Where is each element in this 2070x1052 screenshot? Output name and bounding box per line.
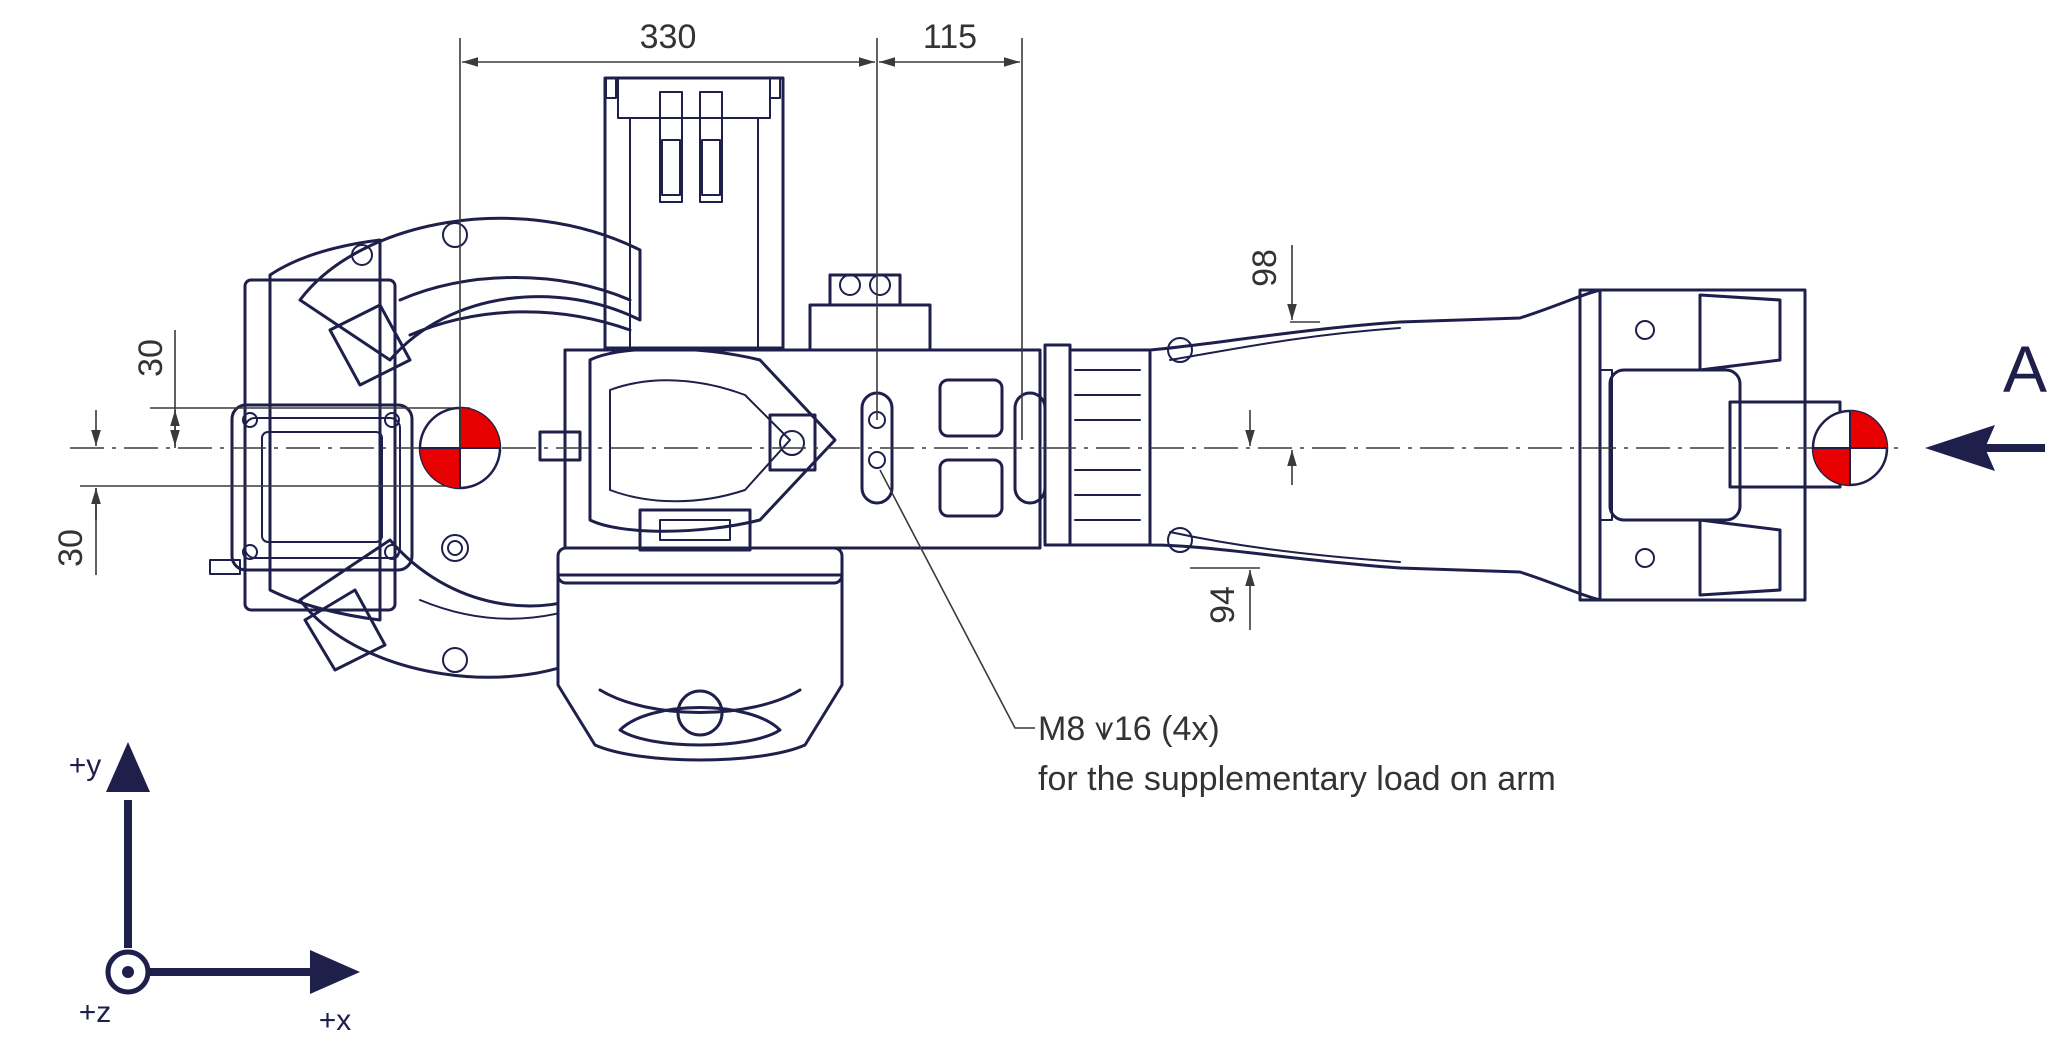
axis-label-y: +y — [69, 749, 102, 782]
axis-label-x: +x — [319, 1004, 352, 1037]
coordinate-axes — [105, 742, 360, 995]
axis-label-z: +z — [79, 996, 112, 1029]
forearm — [1043, 288, 1842, 602]
annotation-thread-spec: M8 ⩛16 (4x) — [1038, 710, 1220, 748]
lower-motor — [556, 546, 844, 762]
view-label-a: A — [2003, 332, 2047, 406]
cog-marker-wrist — [1811, 409, 1889, 487]
dimension-115: 115 — [923, 18, 977, 56]
dimension-30-lower: 30 — [52, 529, 90, 567]
arm-housing — [538, 273, 1047, 552]
dimension-30-upper: 30 — [132, 339, 170, 377]
axis-motor-tower — [603, 76, 785, 350]
annotation-description: for the supplementary load on arm — [1038, 760, 1556, 798]
dimension-94: 94 — [1204, 586, 1242, 624]
dimension-330: 330 — [640, 18, 697, 56]
dimension-lines — [91, 38, 1297, 729]
robot-base — [209, 216, 642, 679]
center-lines — [70, 321, 1900, 569]
view-arrow-a — [1925, 425, 2045, 471]
dimension-98: 98 — [1246, 249, 1284, 287]
